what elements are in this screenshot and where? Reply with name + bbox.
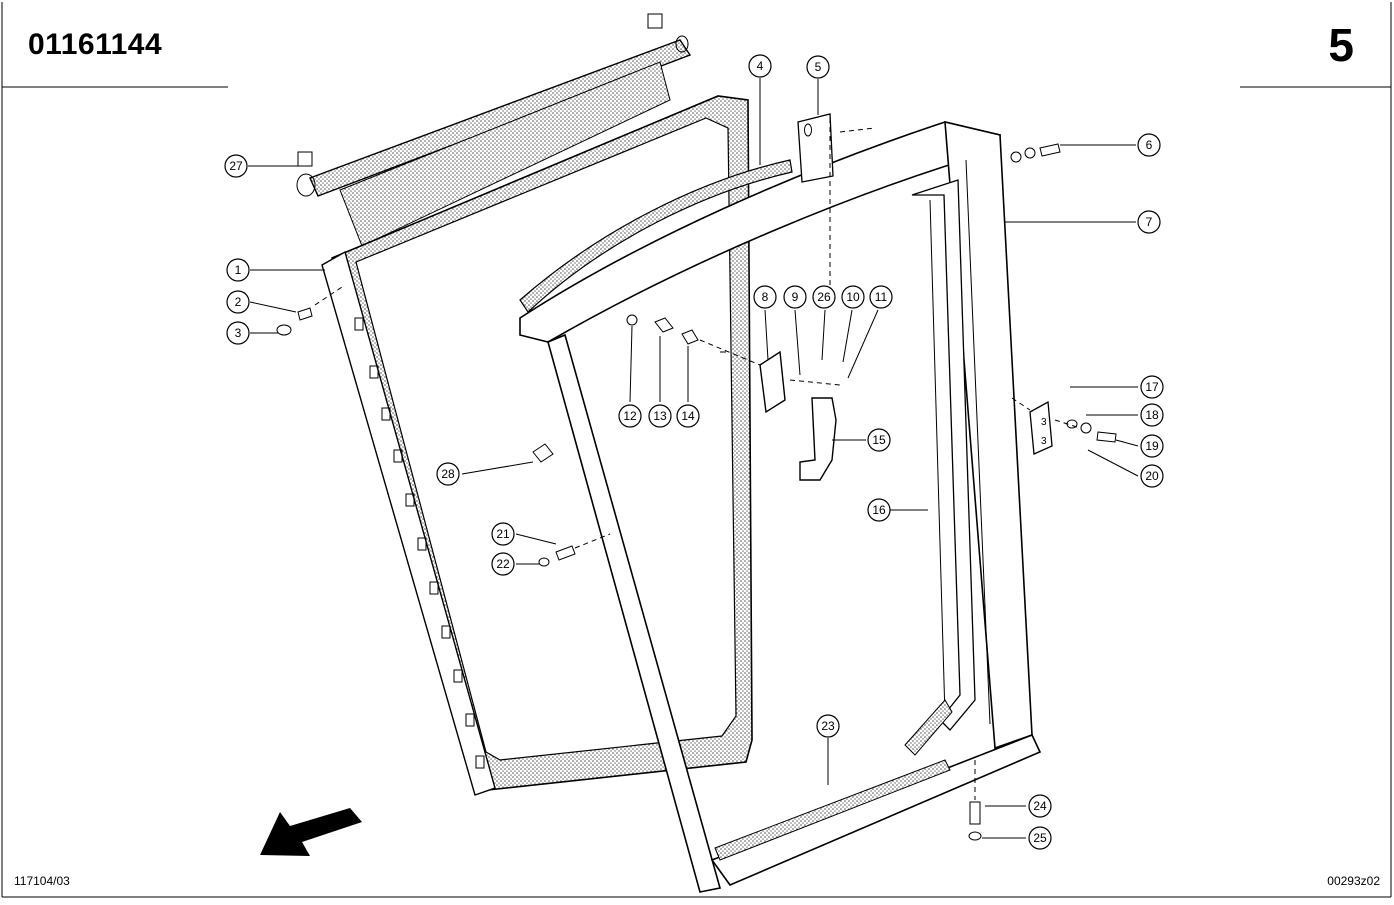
svg-text:22: 22 bbox=[496, 557, 510, 571]
svg-text:7: 7 bbox=[1146, 215, 1153, 229]
svg-text:1: 1 bbox=[235, 263, 242, 277]
svg-text:13: 13 bbox=[653, 409, 667, 423]
latch-assembly bbox=[699, 339, 841, 481]
callout-15: 15 bbox=[867, 428, 891, 452]
page-number: 5 bbox=[1328, 19, 1354, 71]
callout-16: 16 bbox=[867, 498, 891, 522]
callout-18: 18 bbox=[1140, 403, 1164, 427]
callout-1: 1 bbox=[226, 258, 250, 282]
seal-strip-top bbox=[519, 159, 793, 313]
callout-28: 28 bbox=[436, 462, 460, 486]
svg-text:23: 23 bbox=[821, 719, 835, 733]
leader-lines bbox=[248, 78, 1139, 839]
bolt-set-6 bbox=[1010, 143, 1061, 163]
callout-12: 12 bbox=[618, 404, 642, 428]
svg-text:15: 15 bbox=[872, 433, 886, 447]
svg-text:14: 14 bbox=[681, 409, 695, 423]
callout-27: 27 bbox=[224, 154, 248, 178]
callout-24: 24 bbox=[1028, 794, 1052, 818]
svg-text:2: 2 bbox=[235, 295, 242, 309]
callout-8: 8 bbox=[753, 285, 777, 309]
roller-blind bbox=[296, 13, 692, 247]
callout-10: 10 bbox=[841, 285, 865, 309]
callout-2: 2 bbox=[226, 290, 250, 314]
inner-seal-strip bbox=[911, 179, 976, 731]
svg-text:3: 3 bbox=[235, 326, 242, 340]
hinge-mark-lower: 3 bbox=[1041, 436, 1047, 447]
svg-text:21: 21 bbox=[496, 527, 510, 541]
callout-13: 13 bbox=[648, 404, 672, 428]
svg-text:26: 26 bbox=[817, 290, 831, 304]
callout-11: 11 bbox=[869, 285, 893, 309]
callout-9: 9 bbox=[783, 285, 807, 309]
screw-21-washer-22 bbox=[538, 533, 611, 567]
svg-text:16: 16 bbox=[872, 503, 886, 517]
svg-text:28: 28 bbox=[441, 467, 455, 481]
direction-arrow-icon bbox=[260, 808, 362, 856]
callout-6: 6 bbox=[1137, 133, 1161, 157]
svg-text:5: 5 bbox=[815, 60, 822, 74]
svg-text:24: 24 bbox=[1033, 799, 1047, 813]
svg-text:6: 6 bbox=[1146, 138, 1153, 152]
svg-text:9: 9 bbox=[792, 290, 799, 304]
hinge-tabs bbox=[354, 317, 485, 769]
callout-25: 25 bbox=[1028, 826, 1052, 850]
part-number: 01161144 bbox=[28, 28, 163, 61]
callout-7: 7 bbox=[1137, 210, 1161, 234]
hinge-bracket: 3 3 bbox=[1011, 397, 1081, 455]
callout-4: 4 bbox=[748, 54, 772, 78]
svg-text:12: 12 bbox=[623, 409, 637, 423]
screw-2-washer-3 bbox=[276, 284, 346, 336]
document-code: 117104/03 bbox=[14, 874, 70, 888]
callout-21: 21 bbox=[491, 522, 515, 546]
callout-17: 17 bbox=[1140, 375, 1164, 399]
svg-text:27: 27 bbox=[229, 159, 243, 173]
callout-3: 3 bbox=[226, 321, 250, 345]
drawing-code: 00293z02 bbox=[1327, 874, 1380, 888]
post bbox=[797, 113, 876, 290]
callout-19: 19 bbox=[1140, 434, 1164, 458]
bottom-seal-strip bbox=[714, 699, 953, 861]
hardware-12-13-14 bbox=[626, 314, 699, 345]
svg-text:11: 11 bbox=[875, 290, 888, 304]
clip-28 bbox=[532, 443, 554, 463]
svg-text:18: 18 bbox=[1145, 408, 1159, 422]
bolt-24-washer-25 bbox=[968, 760, 982, 841]
callout-14: 14 bbox=[676, 404, 700, 428]
svg-text:25: 25 bbox=[1033, 831, 1047, 845]
callout-5: 5 bbox=[806, 55, 830, 79]
svg-text:4: 4 bbox=[757, 59, 764, 73]
screw-19-washer-20 bbox=[1066, 419, 1117, 443]
svg-text:8: 8 bbox=[762, 290, 769, 304]
hinge-mark-upper: 3 bbox=[1041, 417, 1047, 428]
callout-26: 26 bbox=[812, 285, 836, 309]
callout-20: 20 bbox=[1140, 464, 1164, 488]
svg-text:10: 10 bbox=[846, 290, 860, 304]
svg-text:17: 17 bbox=[1145, 380, 1159, 394]
door-frame bbox=[519, 120, 1042, 893]
callout-23: 23 bbox=[816, 714, 840, 738]
callout-22: 22 bbox=[491, 552, 515, 576]
svg-text:19: 19 bbox=[1145, 439, 1159, 453]
svg-text:20: 20 bbox=[1145, 469, 1159, 483]
